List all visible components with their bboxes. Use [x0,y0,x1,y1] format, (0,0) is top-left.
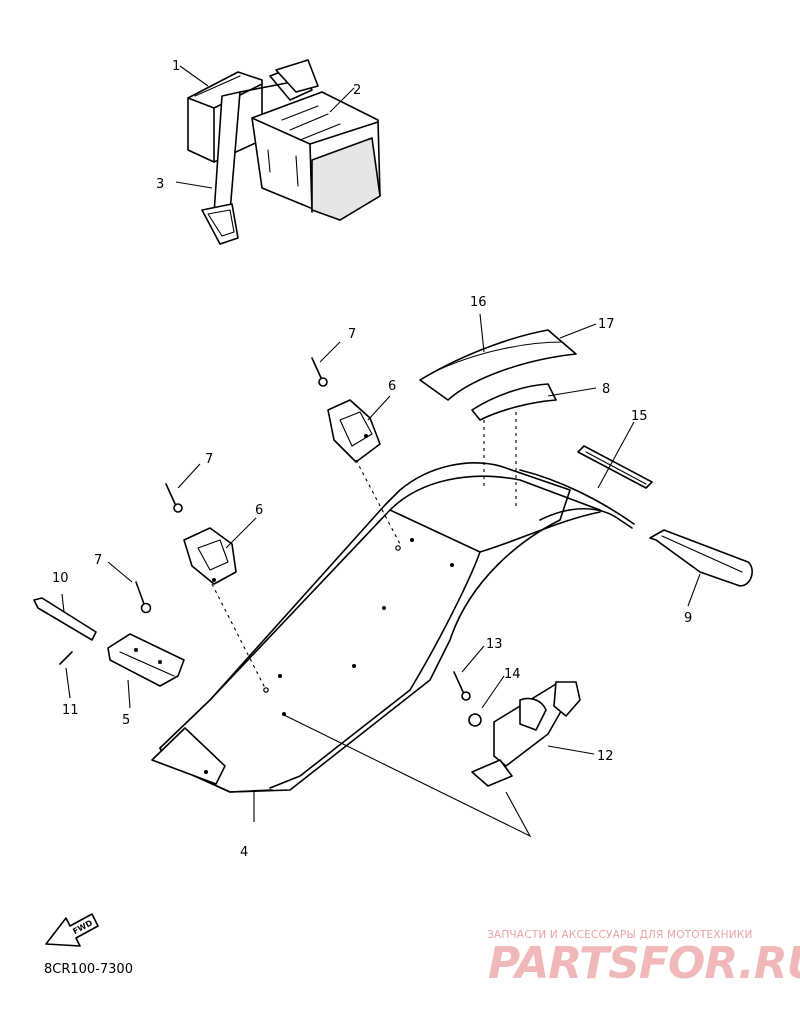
callout-9: 9 [684,611,692,626]
rod-9 [519,469,753,587]
bracket-6-upper [327,399,381,463]
callout-10: 10 [52,571,69,586]
callout-7-c: 7 [94,553,102,568]
callout-numbers: 1 2 3 4 5 6 6 7 7 7 8 9 10 11 12 13 14 1… [52,59,692,860]
label-stickers [419,329,577,510]
leader-lines [61,65,701,822]
callout-2: 2 [353,83,361,98]
bracket-12 [471,681,581,787]
bolt-10 [33,597,97,641]
callout-5: 5 [122,713,130,728]
callout-1: 1 [172,59,180,74]
callout-8: 8 [602,382,610,397]
screw-7-a [311,357,328,387]
callout-3: 3 [156,177,164,192]
pin-11 [59,651,73,665]
storage-bag-assembly [187,59,381,245]
watermark-tagline: ЗАПЧАСТИ И АКСЕССУАРЫ ДЛЯ МОТОТЕХНИКИ [487,929,753,941]
main-tray [151,462,633,838]
callout-12: 12 [597,749,614,764]
diagram-code: 8CR100-7300 [44,962,133,977]
callout-6-upper: 6 [388,379,396,394]
tray-holes [204,538,454,774]
screw-7-b [165,483,183,513]
hinge-5 [107,633,185,687]
callout-16: 16 [470,295,487,310]
callout-4: 4 [240,845,248,860]
callout-13: 13 [486,637,503,652]
strip-15 [577,445,653,489]
callout-17: 17 [598,317,615,332]
callout-15: 15 [631,409,648,424]
callout-11: 11 [62,703,79,718]
callout-7-b: 7 [205,452,213,467]
watermark-brand: PARTSFOR.RU [488,938,800,989]
fwd-arrow-icon: FWD [45,913,99,947]
callout-7-a: 7 [348,327,356,342]
callout-6-lower: 6 [255,503,263,518]
screw-7-c [135,581,152,614]
washer-14 [468,713,482,727]
screw-13 [453,671,471,701]
callout-14: 14 [504,667,521,682]
bracket-6-lower [183,527,237,585]
